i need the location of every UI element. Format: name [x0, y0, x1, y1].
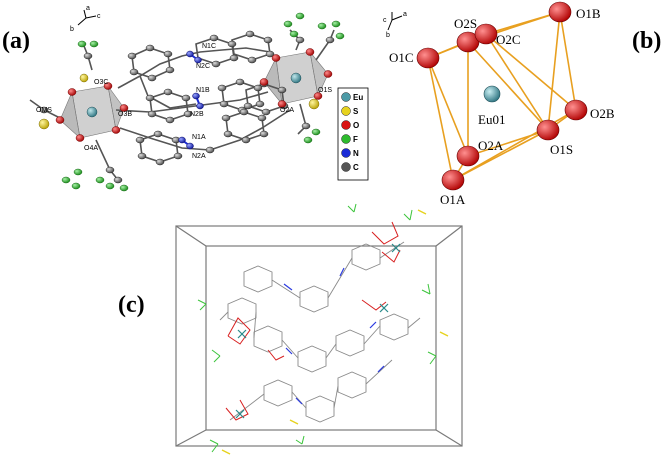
label-o1b: O1B	[576, 6, 601, 21]
atom-o1a	[441, 169, 465, 191]
packing-fluorine	[197, 203, 437, 453]
legend-swatch-c	[341, 162, 351, 172]
legend-swatch-n	[341, 148, 351, 158]
nitrogen-atoms	[178, 50, 204, 150]
element-legend: Eu S O F N C	[337, 87, 369, 181]
legend-label-o: O	[353, 121, 359, 130]
panel-label-b: (b)	[632, 28, 662, 54]
atom-o1s	[536, 119, 560, 141]
atom-eu01	[483, 85, 501, 103]
label-n1a: N1A	[192, 134, 206, 141]
label-o1a: O1A	[440, 192, 466, 207]
label-n2c: N2C	[196, 63, 210, 70]
label-eu01: Eu01	[478, 112, 505, 127]
label-o2c: O2C	[496, 32, 521, 47]
legend-swatch-f	[341, 134, 351, 144]
packing-skeleton	[219, 241, 421, 423]
legend-swatch-o	[341, 120, 351, 130]
atom-o2c	[474, 23, 498, 45]
panel-b-atom-labels: O2S O1B O1C O2C Eu01 O2B O2A O1S O1A	[389, 6, 615, 207]
legend-label-eu: Eu	[353, 93, 363, 102]
unit-cell-box	[175, 225, 463, 447]
axes-indicator-a: a c b	[70, 5, 101, 33]
axis-b-a-label: a	[403, 11, 407, 18]
label-o3b: O3B	[118, 111, 132, 118]
packing-eu-centres	[235, 243, 401, 419]
packing-sulfur	[221, 209, 449, 455]
label-n2b: N2B	[190, 111, 204, 118]
axis-b-c-label: c	[383, 17, 387, 24]
label-o1c: O1C	[389, 50, 414, 65]
label-o1s: O1S	[318, 87, 332, 94]
atom-o1b	[548, 1, 572, 23]
legend-swatch-s	[341, 106, 351, 116]
panel-label-a: (a)	[2, 28, 30, 54]
europium-atoms	[86, 72, 302, 118]
label-n2a: N2A	[192, 153, 206, 160]
label-o2a: O2A	[478, 138, 504, 153]
carbon-atoms	[39, 30, 335, 184]
oxygen-atoms	[55, 48, 333, 142]
packing-azo-links	[283, 267, 385, 405]
label-o2b: O2B	[590, 106, 615, 121]
atom-o2a	[456, 145, 480, 167]
panel-label-c: (c)	[118, 292, 145, 318]
label-oms: OMS	[36, 107, 52, 114]
axis-b-b-label: b	[386, 32, 390, 39]
label-o3c: O3C	[94, 79, 108, 86]
axes-indicator-b: a c b	[383, 11, 407, 39]
polyhedron-oxygen-atoms	[416, 1, 588, 191]
sulfur-atoms	[38, 73, 320, 130]
label-o2s: O2S	[454, 16, 477, 31]
axis-c-label: c	[97, 13, 101, 20]
panel-a-atom-labels: N1C N2C N1B N2B N1A N2A O3C O3B O4A OMS …	[36, 43, 332, 160]
fluorine-atoms	[61, 12, 345, 192]
legend-label-f: F	[353, 135, 358, 144]
legend-label-s: S	[353, 107, 359, 116]
polyhedron-edges	[427, 11, 577, 181]
label-o1s: O1S	[550, 142, 573, 157]
atom-o1c	[416, 47, 440, 69]
label-o2a: O2A	[280, 107, 294, 114]
axis-a-label: a	[86, 5, 90, 12]
atom-o2b	[564, 99, 588, 121]
axis-b-label: b	[70, 26, 74, 33]
legend-label-c: C	[353, 163, 359, 172]
label-n1b: N1B	[196, 87, 210, 94]
label-o4a: O4A	[84, 145, 98, 152]
legend-swatch-eu	[341, 92, 351, 102]
packing-oxygen-bonds	[225, 221, 401, 421]
legend-label-n: N	[353, 149, 359, 158]
label-n1c: N1C	[202, 43, 216, 50]
